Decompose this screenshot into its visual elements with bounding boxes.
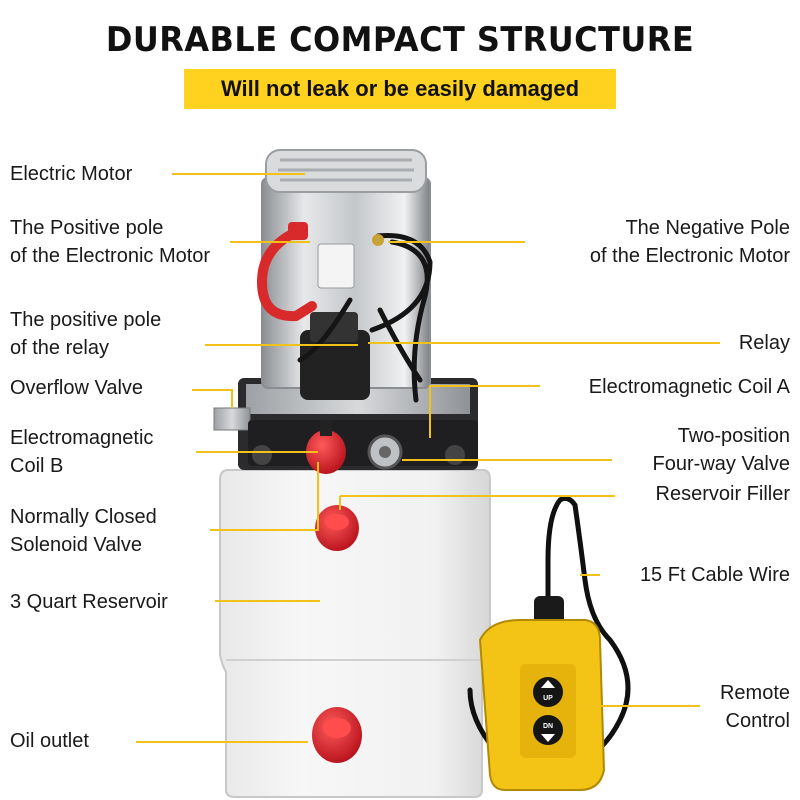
label-coil-a: Electromagnetic Coil A	[588, 376, 790, 398]
label-coil-b-line2: Coil B	[10, 455, 64, 477]
leader-lines	[136, 173, 720, 743]
label-reservoir: 3 Quart Reservoir	[10, 591, 168, 613]
negative-terminal	[372, 234, 384, 246]
page-title: DURABLE COMPACT STRUCTURE	[105, 20, 695, 60]
positive-cable	[256, 227, 317, 322]
label-cable-wire: 15 Ft Cable Wire	[639, 564, 790, 586]
label-reservoir-filler: Reservoir Filler	[655, 483, 790, 505]
motor-wires	[297, 233, 433, 403]
remote-down-label: DN	[543, 723, 553, 730]
reservoir-tank	[219, 469, 491, 798]
label-oil-outlet: Oil outlet	[10, 730, 89, 752]
label-remote-control-line2: Control	[725, 710, 790, 732]
label-overflow-valve: Overflow Valve	[10, 377, 144, 399]
remote-up-label: UP	[543, 695, 553, 702]
label-coil-b-line1: Electromagnetic	[10, 427, 154, 449]
subtitle-text: Will not leak or be easily damaged	[220, 76, 580, 101]
positive-terminal-boot	[288, 222, 308, 240]
label-remote-control-line1: Remote	[719, 682, 790, 704]
electric-motor	[261, 149, 431, 400]
label-positive-pole-motor-line2: of the Electronic Motor	[10, 245, 211, 267]
label-relay: Relay	[738, 332, 790, 354]
label-solenoid-valve-line2: Solenoid Valve	[10, 534, 142, 556]
label-four-way-valve-line2: Four-way Valve	[652, 453, 790, 475]
reservoir-filler-cap	[315, 505, 359, 551]
label-solenoid-valve-line1: Normally Closed	[10, 506, 157, 528]
label-positive-pole-relay-line1: The positive pole	[10, 309, 162, 331]
label-positive-pole-motor-line1: The Positive pole	[10, 217, 164, 239]
label-four-way-valve-line1: Two-position	[677, 425, 790, 447]
label-electric-motor: Electric Motor	[10, 163, 133, 185]
label-negative-pole-line1: The Negative Pole	[625, 217, 790, 239]
subtitle-banner: Will not leak or be easily damaged	[184, 69, 616, 109]
remote-control	[478, 596, 606, 791]
solenoid-valve-cap	[306, 420, 346, 474]
oil-outlet-cap	[312, 707, 362, 763]
label-positive-pole-relay-line2: of the relay	[10, 337, 109, 359]
label-negative-pole-line2: of the Electronic Motor	[589, 245, 790, 267]
